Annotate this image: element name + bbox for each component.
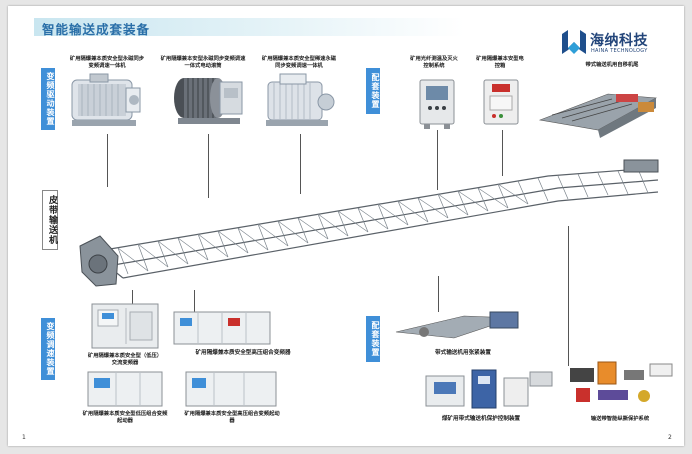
power-box-image	[483, 79, 519, 125]
tension-device-image	[395, 311, 519, 339]
label-power-box: 矿用隔爆兼本安型电控箱	[476, 56, 524, 69]
label-inverter-4: 矿用隔爆兼本质安全型高压组合变频起动器	[184, 411, 280, 424]
page-number-right: 2	[668, 434, 672, 441]
logo-mark-icon	[562, 30, 586, 54]
label-motor-2: 矿用隔爆兼本安型永磁同步变频调速一体式电动滚筒	[160, 56, 246, 69]
connector-line	[300, 134, 301, 194]
label-tension: 带式输送机用张紧装置	[435, 350, 491, 356]
motor-3-image	[266, 73, 335, 126]
motor-1-image	[71, 73, 141, 126]
connector-line	[568, 226, 569, 366]
title-banner	[34, 18, 464, 36]
document-page: 智能输送成套装备 海纳科技 HAINA TECHNOLOGY 变频驱动装置 配套…	[8, 6, 684, 446]
connector-line	[437, 130, 438, 190]
label-inverter-3: 矿用隔爆兼本质安全型低压组合变频起动器	[82, 411, 168, 424]
section-label-conveyor: 皮带输送机	[42, 190, 58, 250]
inverter-4-image	[185, 371, 277, 407]
page-title: 智能输送成套装备	[42, 22, 151, 37]
logo-name-cn: 海纳科技	[590, 33, 648, 49]
section-label-supporting-top: 配套装置	[366, 68, 380, 114]
connector-line	[107, 134, 108, 186]
connector-line	[438, 276, 439, 312]
deviation-system-image	[570, 361, 673, 402]
connector-line	[194, 290, 195, 314]
connector-line	[107, 186, 108, 187]
section-label-speed: 变频调速装置	[41, 318, 55, 380]
label-inverter-2: 矿用隔爆兼本质安全型高压组合变频器	[195, 350, 291, 356]
label-tail: 带式输送机用自移机尾	[585, 62, 639, 68]
inverter-1-image	[91, 303, 159, 349]
label-motor-1: 矿用隔爆兼本质安全型永磁同步变频调速一体机	[69, 56, 145, 69]
label-fiber-system: 矿用光纤测温及灭火控制系统	[410, 56, 458, 69]
inverter-2-image	[173, 311, 271, 345]
connector-line	[208, 134, 209, 198]
connector-line	[502, 130, 503, 176]
company-logo: 海纳科技 HAINA TECHNOLOGY	[560, 28, 672, 58]
logo-name-en: HAINA TECHNOLOGY	[591, 48, 648, 54]
motor-2-image	[174, 78, 243, 124]
fiber-system-image	[419, 79, 455, 129]
tail-image	[538, 93, 658, 138]
label-deviation: 输送带智能纵撕保护系统	[590, 416, 650, 422]
section-label-drive: 变频驱动装置	[41, 68, 55, 130]
inverter-3-image	[87, 371, 163, 407]
belt-conveyor-image	[79, 159, 659, 287]
label-protect: 煤矿用带式输送机保护控制装置	[441, 416, 521, 422]
page-number-left: 1	[22, 434, 26, 441]
label-motor-3: 矿用隔爆兼本质安全型稀速永磁同步变频调速一体机	[261, 56, 337, 69]
section-label-supporting-bottom: 配套装置	[366, 316, 380, 362]
connector-line	[132, 290, 133, 308]
label-inverter-1: 矿用隔爆兼本质安全型（低压）交流变频器	[87, 353, 163, 366]
protect-device-image	[425, 369, 553, 409]
